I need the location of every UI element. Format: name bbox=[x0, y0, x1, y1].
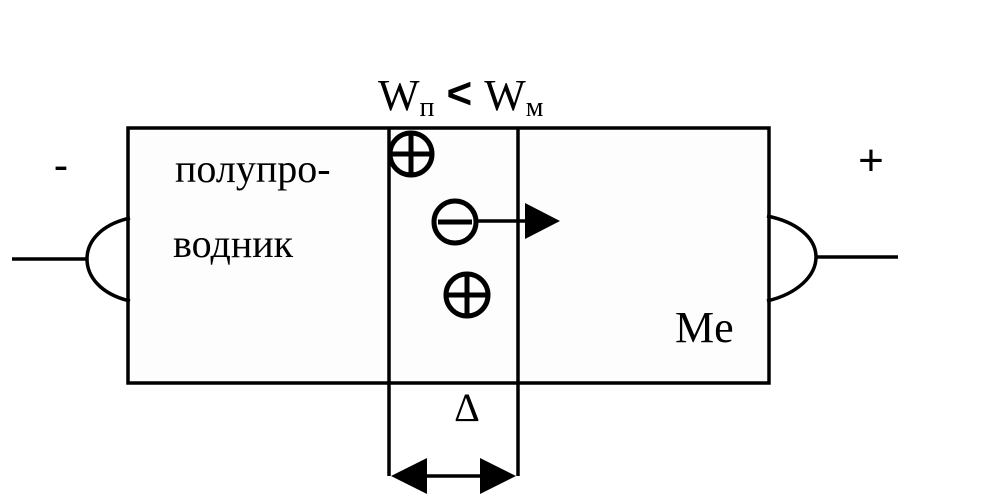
junction-region bbox=[389, 128, 518, 383]
semiconductor-region bbox=[128, 128, 389, 383]
semiconductor-label-line1: полупро- bbox=[175, 146, 331, 191]
positive-charge-icon bbox=[443, 271, 491, 319]
semiconductor-label-line2: водник bbox=[173, 221, 294, 266]
w-semiconductor-subscript: п bbox=[420, 92, 435, 123]
left-contact-arc bbox=[85, 216, 131, 303]
relation-symbol: < bbox=[447, 69, 473, 118]
w-metal-symbol: W bbox=[484, 71, 526, 120]
electron-flow-arrow-icon bbox=[476, 203, 560, 239]
outer-box bbox=[126, 126, 771, 385]
w-semiconductor-symbol: W bbox=[378, 71, 420, 120]
minus-terminal-label: - bbox=[54, 141, 69, 190]
positive-charge-icon bbox=[387, 130, 435, 178]
w-metal-subscript: м bbox=[526, 92, 544, 123]
gap-width-arrow-icon bbox=[391, 458, 516, 494]
work-function-relation: Wп<Wм bbox=[378, 69, 544, 123]
gap-width-label: Δ bbox=[454, 385, 480, 430]
metal-label: Me bbox=[675, 303, 734, 352]
right-contact-arc bbox=[766, 214, 818, 303]
metal-region bbox=[518, 128, 769, 383]
plus-terminal-label: + bbox=[858, 136, 884, 185]
